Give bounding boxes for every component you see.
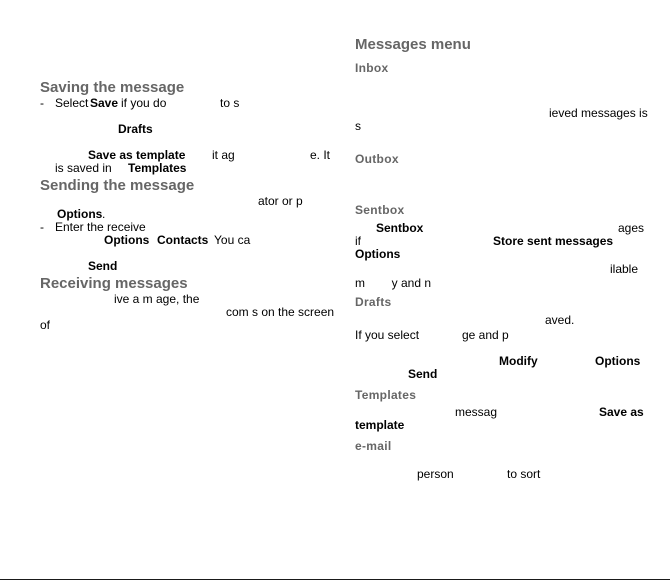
text-e-it: e. It	[310, 148, 331, 162]
text-save-as-template: Save as template	[88, 148, 186, 162]
text-save: Save	[90, 96, 119, 110]
text-options-2: Options	[104, 233, 150, 247]
heading-sentbox: Sentbox	[355, 203, 405, 217]
text-s: s	[355, 119, 361, 133]
text-is-saved-in: is saved in	[55, 161, 112, 175]
heading-drafts: Drafts	[355, 295, 392, 309]
text-contacts: Contacts	[157, 233, 209, 247]
heading-email: e-mail	[355, 439, 392, 453]
text-person: person	[417, 467, 454, 481]
heading-sending-message: Sending the message	[40, 177, 195, 194]
text-ive-a-m-age: ive a m age, the	[114, 292, 200, 306]
footer-rule	[0, 579, 670, 580]
text-m-y-and-n: m y and n	[355, 276, 432, 290]
text-ages: ages	[618, 221, 645, 235]
text-options-4: Options	[595, 354, 641, 368]
text-templates: Templates	[128, 161, 187, 175]
heading-templates: Templates	[355, 388, 417, 402]
heading-outbox: Outbox	[355, 152, 399, 166]
text-store-sent-messages: Store sent messages	[493, 234, 614, 248]
text-if-you-do: if you do	[121, 96, 167, 110]
text-options-3: Options	[355, 247, 401, 261]
text-save-as: Save as	[599, 405, 644, 419]
text-com-s-on-screen: com s on the screen	[226, 305, 335, 319]
text-you-ca: You ca	[214, 233, 251, 247]
text-to-s: to s	[220, 96, 240, 110]
text-template: template	[355, 418, 405, 432]
text-send-2: Send	[408, 367, 438, 381]
text-if-you-select: If you select	[355, 328, 420, 342]
bullet-dash: -	[40, 96, 44, 110]
heading-receiving-messages: Receiving messages	[40, 275, 188, 292]
text-ieved-messages-is: ieved messages is	[549, 106, 648, 120]
text-drafts: Drafts	[118, 122, 153, 136]
text-messag: messag	[455, 405, 498, 419]
text-it-ag: it ag	[212, 148, 235, 162]
text-of: of	[40, 318, 51, 332]
heading-saving-message: Saving the message	[40, 79, 185, 96]
text-modify: Modify	[499, 354, 538, 368]
text-ator-or-p: ator or p	[258, 194, 303, 208]
text-ilable: ilable	[610, 262, 639, 276]
heading-inbox: Inbox	[355, 61, 389, 75]
text-send-1: Send	[88, 259, 118, 273]
text-options-1: Options	[57, 207, 103, 221]
text-aved: aved.	[545, 313, 575, 327]
text-to-sort: to sort	[507, 467, 541, 481]
text-sentbox: Sentbox	[376, 221, 424, 235]
text-if: if	[355, 234, 361, 248]
text-period: .	[102, 207, 106, 221]
text-select: Select	[55, 96, 89, 110]
heading-messages-menu: Messages menu	[355, 36, 471, 53]
text-ge-and-p: ge and p	[462, 328, 509, 342]
bullet-dash-2: -	[40, 220, 44, 234]
text-enter-receive: Enter the receive	[55, 220, 146, 234]
